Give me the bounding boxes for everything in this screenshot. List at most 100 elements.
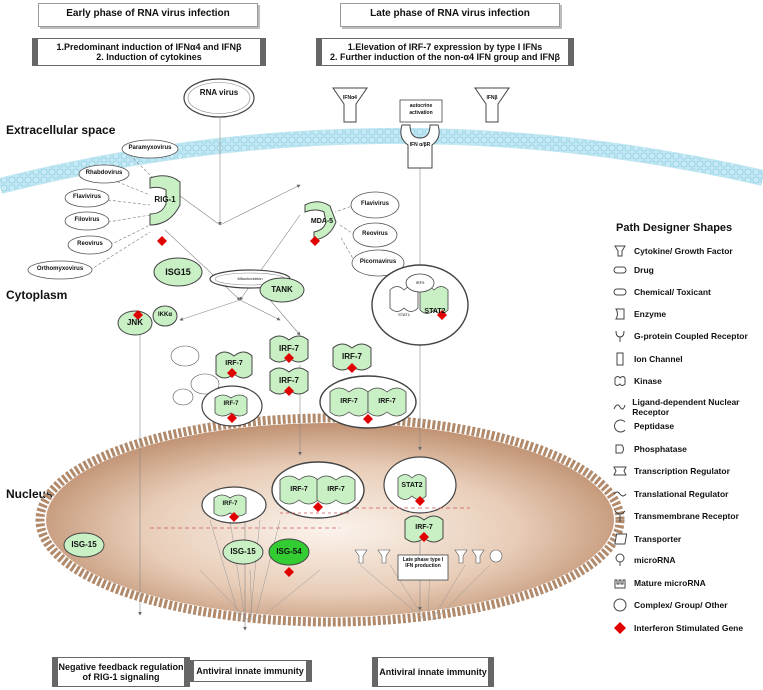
isg-marker — [227, 368, 237, 378]
ifna4-cytokine — [332, 87, 368, 123]
flavivirus-right-node — [350, 191, 400, 219]
transmembrane-receptor-icon — [612, 509, 628, 523]
isg-marker — [313, 502, 323, 512]
legend-item: Interferon Stimulated Gene — [612, 621, 743, 635]
irf7-node-2 — [269, 335, 309, 363]
stat2-nuc-label: STAT2 — [401, 482, 423, 489]
ifnb-label: IFNβ — [486, 95, 498, 101]
drug-icon — [612, 263, 628, 277]
legend-item-label: Mature microRNA — [634, 578, 706, 588]
legend-item: Kinase — [612, 374, 662, 388]
rig1-node — [149, 175, 181, 226]
isg-marker — [310, 236, 320, 246]
ifnar-receptor — [400, 124, 440, 169]
irf7-label-6: IRF-7 — [340, 398, 358, 405]
isg-diamond-icon — [612, 621, 628, 635]
legend-item: Chemical/ Toxicant — [612, 285, 711, 299]
jnk-label: JNK — [126, 318, 143, 327]
isg-marker — [284, 353, 294, 363]
picornavirus-node — [351, 249, 405, 277]
isg15-nuc-b-label: ISG-15 — [230, 547, 256, 556]
legend-item-label: Translational Regulator — [634, 489, 729, 499]
isg15-nuc-a-label: ISG-15 — [71, 540, 97, 549]
legend-item-label: Cytokine/ Growth Factor — [634, 246, 733, 256]
legend-item: Ion Channel — [612, 352, 683, 366]
legend-item-label: Phosphatase — [634, 444, 687, 454]
complex-icon — [612, 598, 628, 612]
early-phase-header: Early phase of RNA virus infection — [38, 3, 258, 27]
orthomyxovirus-label: Orthomyxovirus — [36, 266, 84, 272]
isg-marker — [227, 413, 237, 423]
isg-marker — [284, 386, 294, 396]
early-line-1: 1.Predominant induction of IFNα4 and IFN… — [56, 42, 242, 52]
legend-item: Mature microRNA — [612, 576, 706, 590]
isg-marker — [419, 532, 429, 542]
ifna4-label: IFNα4 — [343, 95, 357, 101]
ikka-label: IKKα — [157, 312, 173, 318]
legend-title: Path Designer Shapes — [616, 222, 733, 234]
reovirus-left-label: Reovirus — [77, 241, 103, 247]
irf9-label: IRF9 — [415, 280, 425, 285]
picornavirus-label: Picornavirus — [359, 259, 397, 265]
legend-item: Cytokine/ Growth Factor — [612, 244, 733, 258]
nuclear-receptor-icon — [612, 400, 626, 414]
mda5-label: MDA-5 — [310, 218, 334, 225]
isg-marker — [415, 496, 425, 506]
legend-item-label: Enzyme — [634, 309, 667, 319]
legend-item: Ligand-dependent Nuclear Receptor — [612, 397, 763, 417]
irf7-label-4: IRF-7 — [342, 352, 362, 361]
ion-channel-icon — [612, 352, 628, 366]
antiviral-label-1: Antiviral innate immunity — [196, 666, 304, 676]
rigi-label: RIG-1 — [154, 195, 176, 204]
isg-marker — [437, 310, 447, 320]
cytoplasm-label: Cytoplasm — [6, 288, 68, 302]
irf7-label-10: IRF-7 — [222, 501, 238, 507]
flavivirus-left-label: Flavivirus — [72, 194, 101, 200]
flavivirus-left-node — [64, 188, 110, 208]
legend-item: Enzyme — [612, 307, 666, 321]
peptidase-icon — [612, 419, 628, 433]
legend-item-label: Interferon Stimulated Gene — [634, 623, 744, 633]
legend-item: G-protein Coupled Receptor — [612, 329, 748, 343]
kinase-icon — [612, 374, 628, 388]
ifnb-cytokine — [474, 87, 510, 123]
paramyxovirus-label: Paramyxovirus — [128, 145, 172, 151]
irf7-node-3 — [269, 367, 309, 395]
microrna-icon — [612, 553, 628, 567]
rhabdovirus-node — [78, 164, 130, 184]
irf7-label-9: IRF-7 — [327, 486, 345, 493]
legend-item: Peptidase — [612, 419, 674, 433]
legend-item-label: Chemical/ Toxicant — [634, 287, 711, 297]
antiviral-box-1: Antiviral innate immunity — [188, 660, 312, 682]
isg15-nuc-a-node — [63, 532, 105, 558]
legend-item: Drug — [612, 263, 654, 277]
reovirus-left-node — [67, 235, 113, 255]
filovirus-label: Filovirus — [74, 217, 100, 223]
translational-regulator-icon — [612, 487, 628, 501]
legend-item-label: Transcription Regulator — [634, 466, 730, 476]
isg15-cyto-node — [153, 257, 203, 287]
isg15-cyto-label: ISG15 — [165, 267, 191, 277]
antiviral-box-2: Antiviral innate immunity — [372, 657, 494, 687]
reovirus-right-label: Reovirus — [362, 231, 388, 237]
tank-label: TANK — [271, 285, 293, 294]
irf7-label-5: IRF-7 — [223, 401, 239, 407]
late-line-1: 1.Elevation of IRF-7 expression by type … — [347, 42, 543, 52]
transcription-regulator-icon — [612, 464, 628, 478]
legend-item: Phosphatase — [612, 442, 687, 456]
phosphatase-icon — [612, 442, 628, 456]
mitochondrion-label: Mitochondrion — [237, 276, 263, 281]
reovirus-right-node — [352, 222, 398, 248]
irf7-label-11: IRF-7 — [415, 524, 433, 531]
legend-item: Transcription Regulator — [612, 464, 730, 478]
neg-feedback-label: Negative feedback regulation of RIG-1 si… — [58, 662, 184, 682]
stat1-label: STAT1 — [398, 312, 410, 317]
irf7-node-nuc-right — [404, 515, 444, 543]
isg-marker — [133, 310, 143, 320]
early-line-2: 2. Induction of cytokines — [96, 52, 202, 62]
ikka-node — [152, 305, 178, 327]
mature-microrna-icon — [612, 576, 628, 590]
legend-item: Transmembrane Receptor — [612, 509, 739, 523]
enzyme-icon — [612, 307, 628, 321]
